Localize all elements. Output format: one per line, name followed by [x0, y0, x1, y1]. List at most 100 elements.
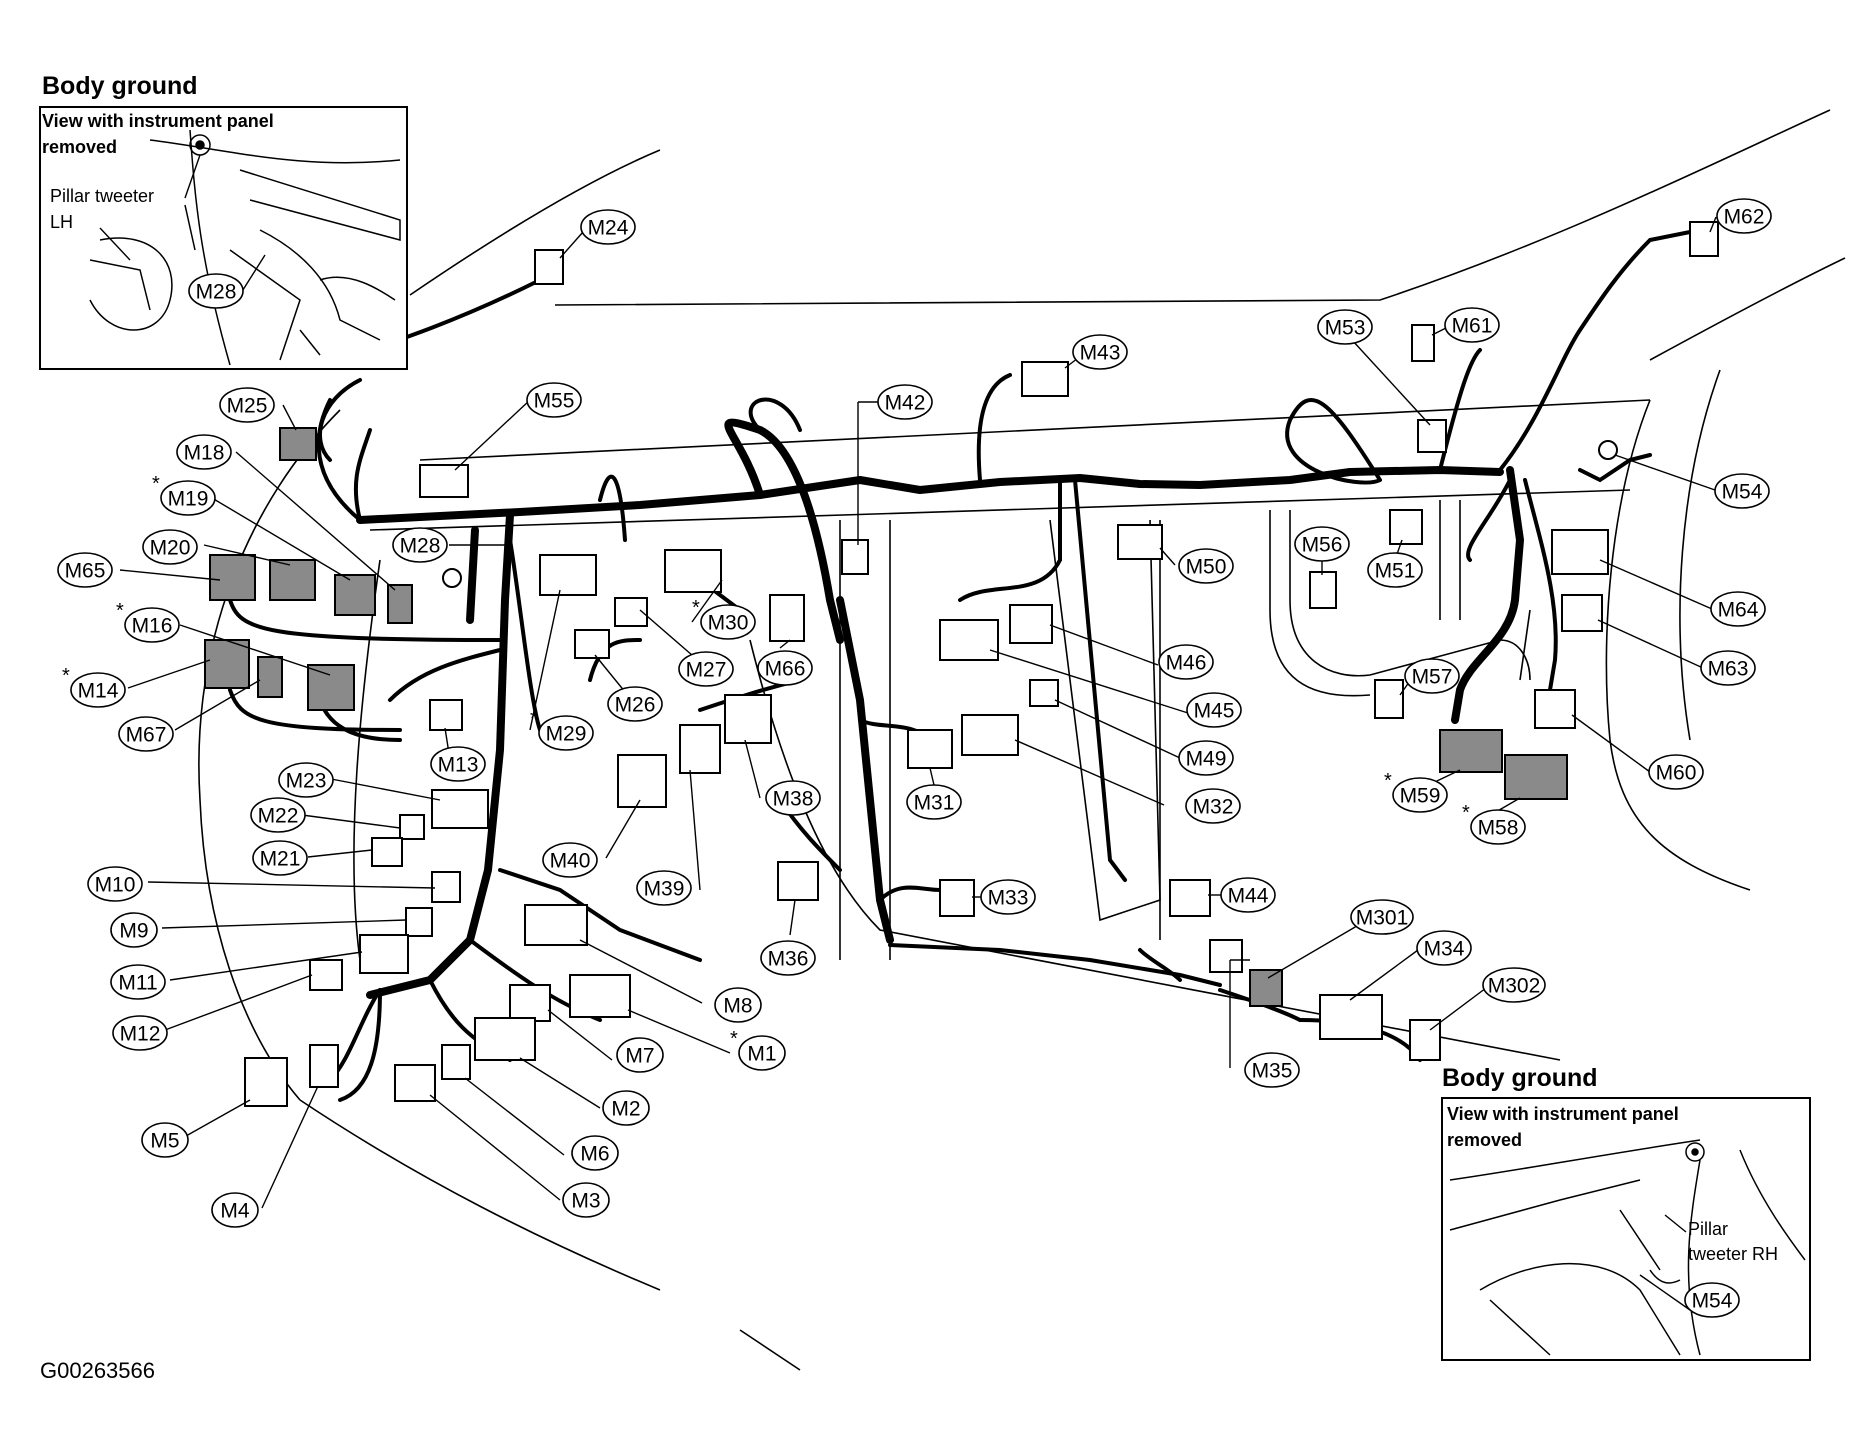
connector-m65 — [209, 554, 256, 601]
inset-left-caption-2: removed — [42, 137, 117, 157]
connector-m6 — [441, 1044, 471, 1080]
callout-m20: M20 — [142, 529, 198, 565]
connector-callouts: M24M25M18M19*M20M65M16*M14*M67M13M23M22M… — [57, 198, 1772, 1318]
callout-bubble — [110, 912, 158, 948]
callout-label: M43 — [1080, 342, 1121, 365]
callout-bubble — [1294, 526, 1350, 562]
callout-m16: M16* — [116, 600, 180, 643]
callout-bubble — [1482, 967, 1546, 1003]
connector-m22 — [399, 814, 425, 840]
callout-bubble — [616, 1037, 664, 1073]
callout-label: M65 — [65, 560, 106, 583]
callout-label: M16 — [132, 615, 173, 638]
connector-m12 — [309, 959, 343, 991]
callout-bubble — [538, 715, 594, 751]
callout-bubble — [1392, 777, 1448, 813]
callout-bubble — [430, 746, 486, 782]
callout-bubble — [1404, 658, 1460, 694]
connector-m4 — [309, 1044, 339, 1088]
connector-m26 — [574, 629, 610, 659]
callout-label: M64 — [1718, 599, 1759, 622]
callout-bubble — [70, 672, 126, 708]
connector-m23 — [431, 789, 489, 829]
callout-bubble — [607, 686, 663, 722]
connector-m5 — [244, 1057, 288, 1107]
asterisk-mark: * — [62, 665, 70, 687]
callout-bubble — [1072, 334, 1128, 370]
asterisk-mark: * — [1384, 770, 1392, 792]
callout-label: M59 — [1400, 785, 1441, 808]
callout-label: M31 — [914, 792, 955, 815]
callout-inset-right-m54: M54 — [1684, 1282, 1740, 1318]
leader-lines — [119, 216, 1717, 1209]
connector-m3 — [394, 1064, 436, 1102]
callout-m31: M31 — [906, 784, 962, 820]
callout-m25: M25 — [219, 387, 275, 423]
inset-right-illustration — [1449, 1139, 1806, 1356]
callout-bubble — [176, 434, 232, 470]
callout-bubble — [906, 784, 962, 820]
connector-m59 — [1439, 729, 1503, 773]
callout-label: M7 — [625, 1045, 654, 1068]
callout-m24: M24 — [580, 209, 636, 245]
connector-m43 — [1021, 361, 1069, 397]
callout-m23: M23 — [278, 762, 334, 798]
inset-right-frame — [1441, 1097, 1811, 1361]
callout-bubble — [1158, 644, 1214, 680]
callout-bubble — [1444, 307, 1500, 343]
callout-bubble — [1350, 899, 1414, 935]
callout-bubble — [678, 651, 734, 687]
callout-bubble — [765, 780, 821, 816]
connector-m44 — [1169, 879, 1211, 917]
callout-m10: M10 — [87, 866, 143, 902]
connector-m32 — [961, 714, 1019, 756]
callout-m1: M1* — [730, 1028, 786, 1071]
connector-m29 — [539, 554, 597, 596]
connector-m10 — [431, 871, 461, 903]
connector-m18 — [387, 584, 413, 624]
connector-m60 — [1534, 689, 1576, 729]
callout-label: M10 — [95, 874, 136, 897]
inset-left-label-2: LH — [50, 212, 73, 232]
callout-bubble — [1716, 198, 1772, 234]
callout-label: M35 — [1252, 1060, 1293, 1083]
connector-m61 — [1411, 324, 1435, 362]
callout-m26: M26 — [607, 686, 663, 722]
connector-m20 — [269, 559, 316, 601]
asterisk-mark: * — [530, 708, 538, 730]
callout-m11: M11 — [110, 964, 166, 1000]
callout-bubble — [1317, 309, 1373, 345]
inset-left-illustration — [89, 129, 401, 366]
callout-label: M44 — [1228, 885, 1269, 908]
asterisk-mark: * — [1462, 802, 1470, 824]
callout-m9: M9 — [110, 912, 158, 948]
callout-m62: M62 — [1716, 198, 1772, 234]
callout-m34: M34 — [1416, 930, 1472, 966]
connector-m31 — [907, 729, 953, 769]
connector-m9 — [405, 907, 433, 937]
callout-label: M30 — [708, 612, 749, 635]
callout-label: M301 — [1356, 907, 1409, 930]
callout-m58: M58* — [1462, 802, 1526, 845]
callout-label: M40 — [550, 850, 591, 873]
callout-m42: M42 — [877, 384, 933, 420]
callout-m54: M54 — [1714, 473, 1770, 509]
connector-m19 — [334, 574, 376, 616]
callout-m40: M40 — [542, 842, 598, 878]
asterisk-mark: * — [152, 473, 160, 495]
connector-m7 — [509, 984, 551, 1022]
connector-m13 — [429, 699, 463, 731]
callout-m46: M46 — [1158, 644, 1214, 680]
connector-m53 — [1417, 419, 1447, 453]
callout-bubble — [1700, 650, 1756, 686]
callout-bubble — [1648, 754, 1704, 790]
callout-label: M57 — [1412, 666, 1453, 689]
callout-bubble — [87, 866, 143, 902]
callout-label: M33 — [988, 887, 1029, 910]
callout-bubble — [141, 1122, 189, 1158]
callout-label: M8 — [723, 995, 752, 1018]
callout-bubble — [700, 604, 756, 640]
callout-bubble — [211, 1192, 259, 1228]
callout-m35: M35 — [1244, 1052, 1300, 1088]
callout-label: M29 — [546, 723, 587, 746]
